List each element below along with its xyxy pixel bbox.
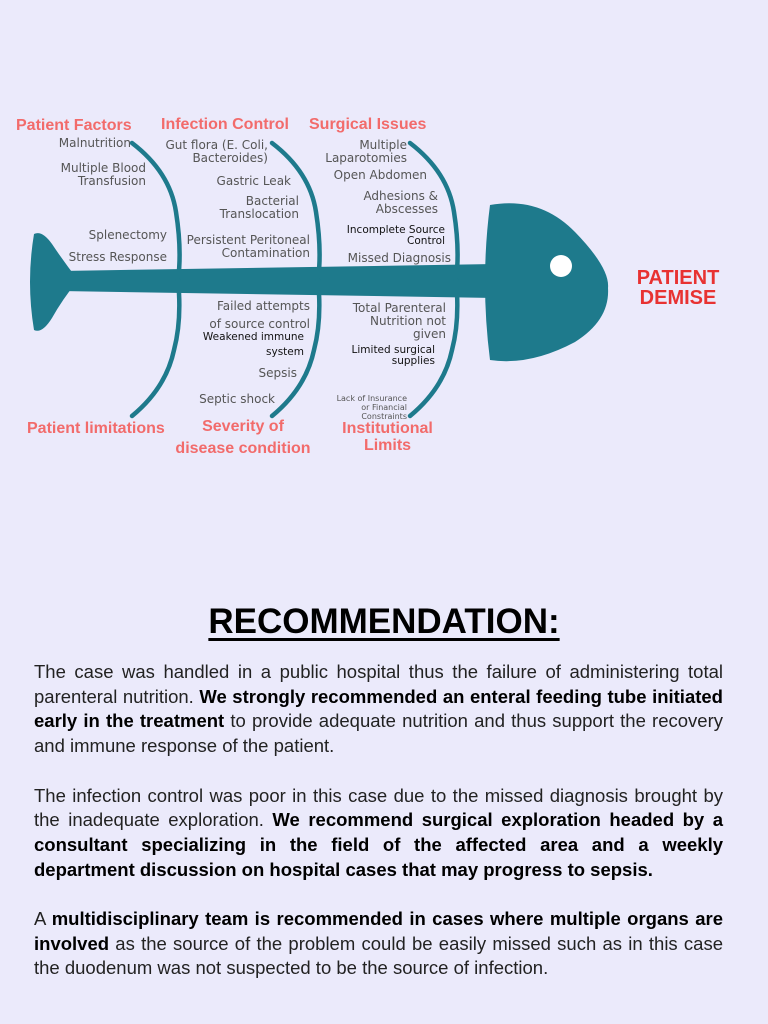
cause-insurance-line-2: or Financial	[361, 403, 407, 412]
cause-insurance-line-1: Lack of Insurance	[336, 394, 407, 403]
p3-bold-1: multidisciplinary team is recommended in…	[34, 908, 723, 954]
cause-tpn: Total Parenteral Nutrition not given	[353, 302, 446, 341]
cause-open-abdomen: Open Abdomen	[333, 168, 427, 182]
cause-failed-attempts-line-1: Failed attempts	[216, 299, 310, 313]
cause-blood-transfusion: Multiple Blood Transfusion	[61, 162, 146, 188]
p2-text-1: The infection control was poor in this c…	[34, 784, 723, 831]
rib-patient-limitations	[129, 277, 182, 419]
cause-tpn-line-3: given	[412, 327, 446, 341]
cause-source-control: Incomplete Source Control	[347, 225, 445, 247]
cause-laparotomies-line-2: Laparotomies	[325, 151, 407, 165]
cause-laparotomies-line-1: Multiple	[359, 138, 407, 152]
category-patient-limitations: Patient limitations	[27, 420, 165, 437]
cause-surgical-supplies: Limited surgical supplies	[352, 345, 435, 367]
recommendation-paragraph-2: The infection control was poor in this c…	[34, 784, 723, 883]
cause-insurance-line-3: Constraints	[361, 412, 407, 421]
cause-blood-transfusion-line-2: Transfusion	[77, 174, 146, 188]
effect-label: PATIENT DEMISE	[618, 268, 738, 308]
recommendation-title: RECOMMENDATION:	[0, 600, 768, 644]
fish-head	[485, 203, 609, 362]
cause-tpn-line-2: Nutrition not	[369, 314, 446, 328]
cause-stress-response: Stress Response	[68, 250, 167, 264]
cause-surgical-supplies-line-2: supplies	[391, 355, 435, 367]
rib-institutional	[407, 277, 460, 419]
p3-text-2: as the source of the problem could be ea…	[34, 932, 723, 979]
cause-surgical-supplies-line-1: Limited surgical	[351, 344, 435, 356]
p1-bold-1: We strongly recommended an enteral feedi…	[34, 685, 723, 732]
cause-adhesions: Adhesions & Abscesses	[363, 190, 438, 216]
p1-text-1: The case was handled in a public hospita…	[34, 661, 723, 707]
p2-bold-1: We recommend surgical exploration headed…	[34, 809, 723, 880]
cause-malnutrition: Malnutrition	[58, 136, 131, 150]
cause-weakened-immune-line-2: system	[266, 346, 304, 358]
cause-adhesions-line-2: Abscesses	[375, 202, 438, 216]
fish-spine	[60, 264, 495, 298]
category-institutional-line-1: Institutional	[342, 420, 433, 437]
fishbone-graphic	[30, 140, 609, 419]
cause-weakened-immune-line-1: Weakened immune	[202, 331, 304, 343]
category-infection-control: Infection Control	[161, 116, 289, 133]
effect-line-2: DEMISE	[639, 287, 717, 309]
category-severity-line-1: Severity of	[202, 418, 284, 435]
cause-splenectomy: Splenectomy	[88, 228, 167, 242]
p3-text-1: A	[34, 908, 52, 929]
cause-septic-shock: Septic shock	[199, 392, 275, 406]
rib-infection-control	[269, 140, 322, 283]
fishbone-diagram: PATIENT DEMISE Patient Factors Infection…	[16, 116, 738, 460]
cause-gastric-leak: Gastric Leak	[216, 174, 291, 188]
recommendation-body: The case was handled in a public hospita…	[34, 660, 723, 1006]
rib-severity	[269, 277, 322, 419]
category-severity-line-2: disease condition	[175, 440, 311, 457]
recommendation-paragraph-3: A multidisciplinary team is recommended …	[34, 907, 723, 981]
fish-tail	[30, 233, 78, 331]
recommendation-paragraph-1: The case was handled in a public hospita…	[34, 660, 723, 759]
cause-gut-flora-line-2: Bacteroides)	[192, 151, 268, 165]
cause-missed-diagnosis: Missed Diagnosis	[347, 251, 451, 265]
recommendation-title-text: RECOMMENDATION:	[208, 602, 560, 641]
effect-line-1: PATIENT	[636, 267, 720, 289]
cause-tpn-line-1: Total Parenteral	[352, 301, 446, 315]
cause-blood-transfusion-line-1: Multiple Blood	[60, 161, 146, 175]
category-patient-factors: Patient Factors	[16, 117, 132, 134]
cause-source-control-line-1: Incomplete Source	[346, 224, 445, 236]
cause-bacterial-translocation: Bacterial Translocation	[220, 195, 299, 221]
category-surgical-issues: Surgical Issues	[309, 116, 427, 133]
cause-bacterial-translocation-line-2: Translocation	[219, 207, 299, 221]
category-institutional: Institutional Limits	[330, 420, 445, 454]
cause-gut-flora: Gut flora (E. Coli, Bacteroides)	[165, 139, 268, 165]
cause-peritoneal-contamination-line-1: Persistent Peritoneal	[186, 233, 310, 247]
p1-text-2: to provide adequate nutrition and thus s…	[34, 710, 723, 757]
cause-peritoneal-contamination-line-2: Contamination	[221, 246, 310, 260]
cause-sepsis: Sepsis	[258, 366, 297, 380]
cause-adhesions-line-1: Adhesions &	[363, 189, 438, 203]
cause-failed-attempts: Failed attempts of source control	[209, 297, 310, 333]
cause-insurance: Lack of Insurance or Financial Constrain…	[337, 394, 407, 421]
cause-weakened-immune: Weakened immune system	[203, 330, 304, 360]
cause-failed-attempts-line-2: of source control	[209, 317, 310, 331]
cause-gut-flora-line-1: Gut flora (E. Coli,	[165, 138, 268, 152]
cause-bacterial-translocation-line-1: Bacterial	[245, 194, 299, 208]
cause-peritoneal-contamination: Persistent Peritoneal Contamination	[187, 234, 310, 260]
cause-source-control-line-2: Control	[407, 235, 445, 247]
fish-eye	[550, 255, 572, 277]
cause-laparotomies: Multiple Laparotomies	[325, 139, 407, 165]
category-severity: Severity of disease condition	[168, 416, 318, 460]
category-institutional-line-2: Limits	[363, 437, 412, 454]
rib-surgical-issues	[407, 140, 460, 283]
rib-patient-factors	[129, 140, 182, 283]
